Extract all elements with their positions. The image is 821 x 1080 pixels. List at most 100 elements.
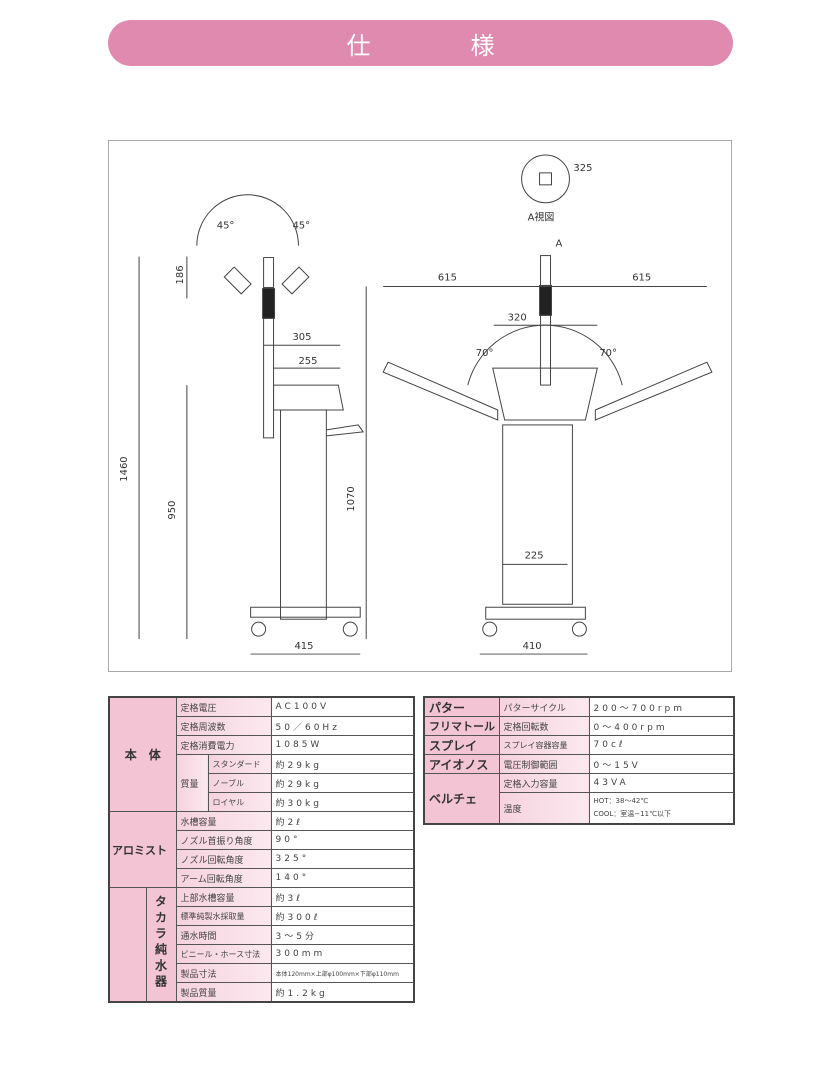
row-label: スタンダード [207,754,272,774]
row-value: 140° [270,868,415,888]
dim-label: 1460 [119,456,130,481]
table-row: ノーブル約29kg [109,773,415,793]
side-nozzle [326,424,365,437]
row-label: ビニール・ホース寸法 [175,944,272,964]
row-label: 定格入力容量 [498,773,590,793]
dim-label: 305 [292,332,311,343]
row-value: 70cℓ [588,735,735,755]
row-value: 1085W [270,735,415,755]
row-label: 定格周波数 [175,716,272,736]
dim-label: 70° [476,348,494,359]
table-row: 製品質量約1.2kg [109,982,415,1003]
dim-label: 225 [525,550,544,561]
row-value: AC100V [270,696,415,717]
row-value: 約300ℓ [270,906,415,926]
drawing-svg: 45° 45° 186 305 255 1460 950 415 325 A視図… [119,154,713,655]
dim-label: 410 [523,641,542,652]
row-label: 定格回転数 [498,716,590,736]
row-value-2: COOL：室温−11℃以下 [593,810,671,818]
row-label: ノズル回転角度 [175,849,272,869]
row-value: 約30kg [270,792,415,812]
table-row: タカラ純水器 上部水槽容量約3ℓ [108,887,415,1003]
dim-label: 615 [438,272,457,283]
arm-left [382,361,499,421]
row-value: 0〜15V [588,754,735,774]
base [250,606,361,618]
dim-label: 255 [298,356,317,367]
body-column [502,424,573,605]
dim-label: A [555,239,562,250]
wheel [482,621,498,637]
row-value: 約29kg [270,754,415,774]
group-takara: タカラ純水器 [145,887,177,1003]
tray [273,384,344,411]
dim-label: 70° [599,348,617,359]
arm-right [594,361,713,421]
row-label: 定格電圧 [175,696,272,717]
dim-label: 45° [217,221,235,232]
wheel [571,621,587,637]
row-label: アーム回転角度 [175,868,272,888]
table-row: 標準純製水採取量約300ℓ [109,906,415,926]
dim-label: 186 [175,265,186,284]
table-row: アロミスト 水槽容量約2ℓ [108,811,415,888]
row-value: 3〜5分 [270,925,415,945]
row-value: 約1.2kg [270,982,415,1003]
row-value: 90° [270,830,415,850]
row-value: HOT：38〜42℃ [593,797,649,805]
base [485,606,586,620]
a-view-square [539,172,553,186]
group-aromist-cont [108,887,147,1003]
row-group: スプレイ [423,735,500,755]
nozzle-joint [539,284,553,316]
dim-label: 1070 [346,486,357,511]
group-body: 本 体 [108,696,177,812]
dim-label: 615 [632,272,651,283]
side-view: 45° 45° 186 305 255 1460 950 415 [119,194,365,655]
title-left: 仕 [346,31,371,60]
row-label: 標準純製水採取量 [175,906,272,926]
angle-arc [196,194,299,246]
nozzle-joint [262,287,276,319]
body-column [280,409,327,620]
view-label: A視図 [528,211,555,224]
row-value: 325° [270,849,415,869]
row-value: 43VA [588,773,735,793]
row-label: ノズル首振り角度 [175,830,272,850]
table-row: 質量 スタンダード約29kg [109,754,415,812]
wheel [251,621,267,637]
table-row: 本 体 定格電圧 AC100V [108,696,415,812]
dim-label: 325 [573,163,592,174]
row-value: 本体120mm×上部φ100mm×下部φ110mm [270,963,415,983]
title-bar: 仕様 [108,20,733,66]
row-label: 電圧制御範囲 [498,754,590,774]
front-view: 325 A視図 A 615 615 320 70° 70° 1070 225 4… [346,154,713,655]
title-right: 様 [470,31,495,60]
row-label: 製品質量 [175,982,272,1003]
dim-label: 320 [508,312,527,323]
row-group: ベルチェ [423,773,500,825]
row-value: 0〜400rpm [588,716,735,736]
row-label: ノーブル [207,773,272,793]
row-value: 約29kg [270,773,415,793]
group-takara-label: タカラ純水器 [153,895,168,991]
dim-label: 950 [167,501,178,520]
group-weight: 質量 [175,754,209,812]
table-row: 製品寸法本体120mm×上部φ100mm×下部φ110mm [109,963,415,983]
technical-drawing: 45° 45° 186 305 255 1460 950 415 325 A視図… [108,140,732,672]
bowl [492,367,598,421]
row-value: 約2ℓ [270,811,415,831]
wheel [342,621,358,637]
row-group: フリマトール [423,716,500,736]
